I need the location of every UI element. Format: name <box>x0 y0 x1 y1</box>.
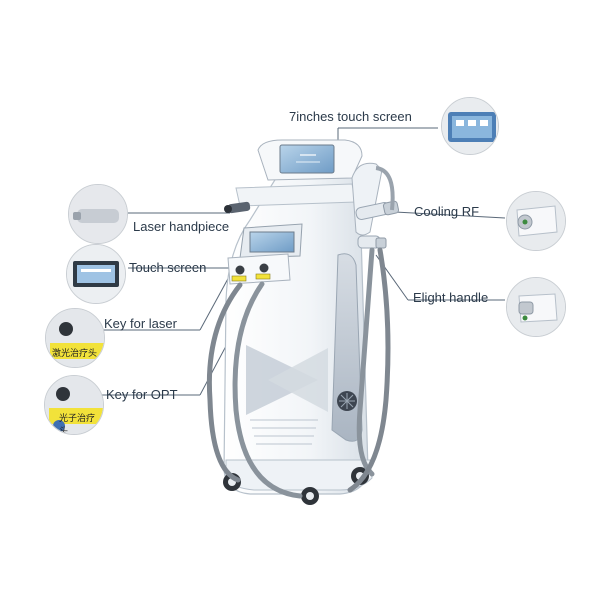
top-monitor <box>257 139 363 181</box>
sticker-laser-text: 激光治疗头 <box>52 349 98 359</box>
thumb-key-for-laser: 激光治疗头 <box>45 308 105 368</box>
leader-cooling-rf <box>394 211 506 219</box>
label-elight-handle: Elight handle <box>413 290 489 305</box>
fan-grille-icon <box>337 391 357 411</box>
thumb-key-for-opt: 光子治疗头 <box>44 375 104 435</box>
label-touch-screen: Touch screen <box>129 260 207 275</box>
sticker-opt-text: 光子治疗头 <box>59 414 96 435</box>
label-laser-handpiece: Laser handpiece <box>133 219 230 234</box>
thumb-elight-handle <box>506 277 566 337</box>
cables <box>206 247 391 499</box>
thumb-laser-handpiece <box>68 184 128 244</box>
thumb-cooling-rf <box>506 191 566 251</box>
key-opt-switch <box>259 263 269 273</box>
label-key-for-laser: Key for laser <box>104 316 177 331</box>
leader-key-laser <box>199 274 231 331</box>
label-key-for-opt: Key for OPT <box>106 387 178 402</box>
label-7in-touch-screen: 7inches touch screen <box>289 109 412 124</box>
thumb-touch-screen <box>66 244 126 304</box>
laser-handpiece <box>224 201 251 214</box>
thumb-7in-touch-screen <box>441 97 499 155</box>
lower-touch-screen <box>239 223 303 259</box>
key-laser-switch <box>235 265 245 275</box>
label-cooling-rf: Cooling RF <box>414 204 480 219</box>
